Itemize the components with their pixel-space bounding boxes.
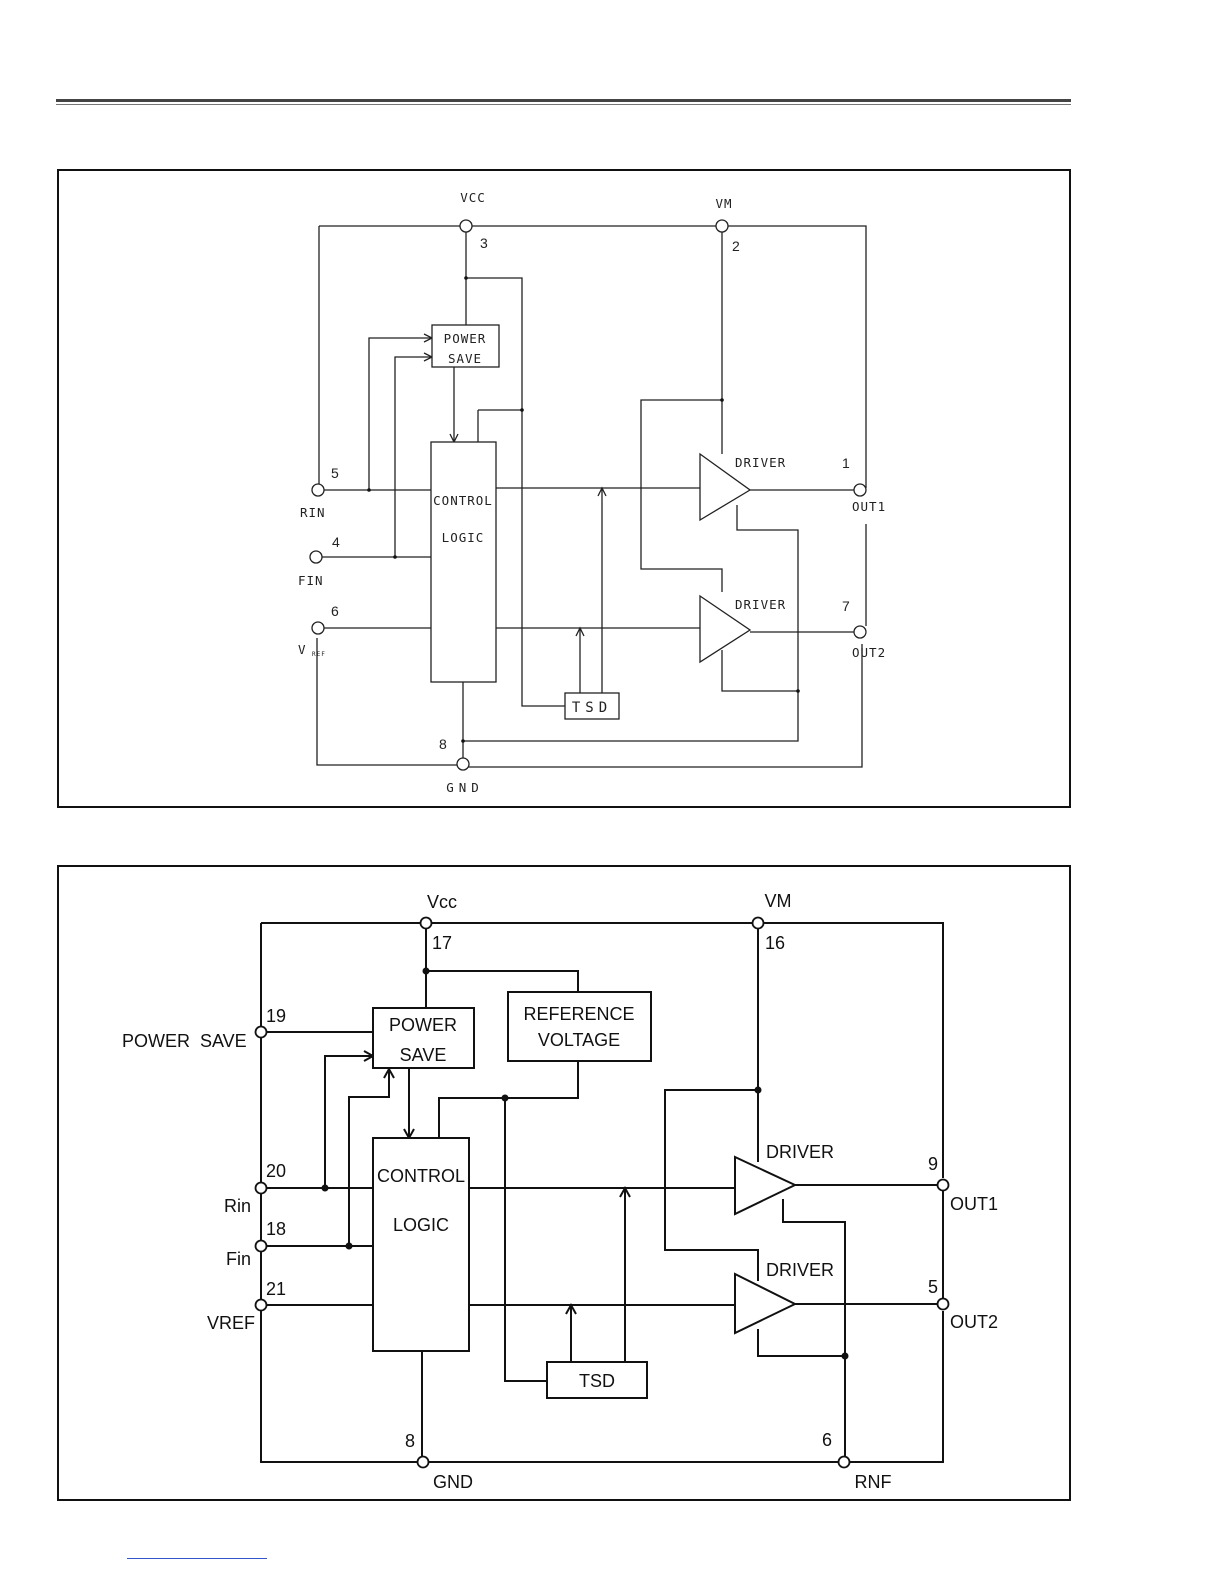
vm-pin-number: 16	[765, 933, 785, 953]
rin-label: Rin	[224, 1196, 251, 1216]
pin-vm	[753, 918, 764, 929]
pin-out2	[938, 1299, 949, 1310]
vcc-pin-number: 3	[480, 235, 488, 251]
diagram2-tsd-block: TSD	[547, 1362, 647, 1398]
vref-pin-number: 6	[331, 603, 339, 619]
out2-label: OUT2	[950, 1312, 998, 1332]
fin-pin-number: 18	[266, 1219, 286, 1239]
driver-1-label: DRIVER	[766, 1142, 834, 1162]
power-save-label-line2: SAVE	[400, 1045, 447, 1065]
pin-vref	[312, 622, 324, 634]
reference-voltage-label-line2: VOLTAGE	[538, 1030, 620, 1050]
pin-fin	[310, 551, 322, 563]
pin-rnf	[839, 1457, 850, 1468]
vref-subscript: REF	[312, 651, 326, 658]
out2-pin-number: 5	[928, 1277, 938, 1297]
power-save-pin-number: 19	[266, 1006, 286, 1026]
vref-pin-number: 21	[266, 1279, 286, 1299]
pin-rin	[256, 1183, 267, 1194]
out2-label: OUT2	[852, 645, 886, 660]
power-save-pin-label: POWER SAVE	[122, 1031, 247, 1051]
rnf-label: RNF	[855, 1472, 892, 1492]
diagram1-driver-1: DRIVER	[700, 454, 786, 520]
driver-2-label: DRIVER	[766, 1260, 834, 1280]
tsd-label: TSD	[572, 700, 612, 716]
header-rule-thin	[56, 104, 1071, 105]
control-logic-label-line1: CONTROL	[377, 1166, 465, 1186]
driver-2-label: DRIVER	[735, 597, 786, 612]
diagram2-driver-2: DRIVER	[735, 1260, 834, 1333]
vref-label: V	[298, 642, 307, 657]
out1-pin-number: 9	[928, 1154, 938, 1174]
block-diagram-2: POWER SAVE REFERENCE VOLTAGE CONTROL LOG…	[57, 865, 1071, 1501]
pin-out1	[938, 1180, 949, 1191]
tsd-label: TSD	[579, 1371, 615, 1391]
vm-pin-number: 2	[732, 238, 740, 254]
diagram1-wires	[317, 226, 866, 767]
header-rule	[56, 99, 1071, 102]
diagram1-tsd-block: TSD	[565, 693, 619, 719]
out1-label: OUT1	[852, 499, 886, 514]
diagram2-pin-labels: Vcc 17 VM 16 19 POWER SAVE 20 Rin 18 Fin…	[122, 891, 998, 1492]
out1-label: OUT1	[950, 1194, 998, 1214]
block-diagram-1: POWER SAVE CONTROL LOGIC TSD DRIVER DRIV…	[57, 169, 1071, 808]
pin-vref	[256, 1300, 267, 1311]
diagram2-control-logic-block: CONTROL LOGIC	[373, 1138, 469, 1351]
fin-label: Fin	[226, 1249, 251, 1269]
pin-fin	[256, 1241, 267, 1252]
vref-label: VREF	[207, 1313, 255, 1333]
pin-out2	[854, 626, 866, 638]
pin-rin	[312, 484, 324, 496]
vcc-label: Vcc	[427, 892, 457, 912]
vm-label: VM	[765, 891, 792, 911]
diagram2-driver-1: DRIVER	[735, 1142, 834, 1214]
power-save-label-line2: SAVE	[448, 351, 482, 366]
gnd-label: GND	[433, 1472, 473, 1492]
rin-pin-number: 20	[266, 1161, 286, 1181]
fin-label: FIN	[298, 573, 324, 588]
power-save-label-line1: POWER	[389, 1015, 457, 1035]
footer-rule	[127, 1558, 267, 1559]
vcc-pin-number: 17	[432, 933, 452, 953]
diagram1-power-save-block: POWER SAVE	[432, 325, 499, 367]
rin-pin-number: 5	[331, 465, 339, 481]
gnd-pin-number: 8	[405, 1431, 415, 1451]
control-logic-label-line2: LOGIC	[393, 1215, 449, 1235]
pin-vcc	[460, 220, 472, 232]
diagram1-control-logic-block: CONTROL LOGIC	[431, 442, 496, 682]
out1-pin-number: 1	[842, 455, 850, 471]
pin-power-save	[256, 1027, 267, 1038]
gnd-label: GND	[446, 780, 484, 795]
driver-1-label: DRIVER	[735, 455, 786, 470]
rin-label: RIN	[300, 505, 326, 520]
diagram1-driver-2: DRIVER	[700, 596, 786, 662]
block-diagram-1-svg: POWER SAVE CONTROL LOGIC TSD DRIVER DRIV…	[59, 171, 1069, 806]
control-logic-label-line1: CONTROL	[433, 493, 493, 508]
block-diagram-2-svg: POWER SAVE REFERENCE VOLTAGE CONTROL LOG…	[59, 867, 1069, 1499]
diagram2-reference-voltage-block: REFERENCE VOLTAGE	[508, 992, 651, 1061]
pin-vm	[716, 220, 728, 232]
vcc-label: VCC	[460, 190, 486, 205]
reference-voltage-label-line1: REFERENCE	[523, 1004, 634, 1024]
vm-label: VM	[715, 196, 732, 211]
power-save-label-line1: POWER	[444, 331, 487, 346]
fin-pin-number: 4	[332, 534, 340, 550]
pin-out1	[854, 484, 866, 496]
pin-gnd	[418, 1457, 429, 1468]
rnf-pin-number: 6	[822, 1430, 832, 1450]
pin-vcc	[421, 918, 432, 929]
pin-gnd	[457, 758, 469, 770]
control-logic-label-line2: LOGIC	[442, 530, 485, 545]
diagram1-pins	[310, 220, 866, 770]
diagram2-power-save-block: POWER SAVE	[373, 1008, 474, 1068]
out2-pin-number: 7	[842, 598, 850, 614]
gnd-pin-number: 8	[439, 736, 447, 752]
